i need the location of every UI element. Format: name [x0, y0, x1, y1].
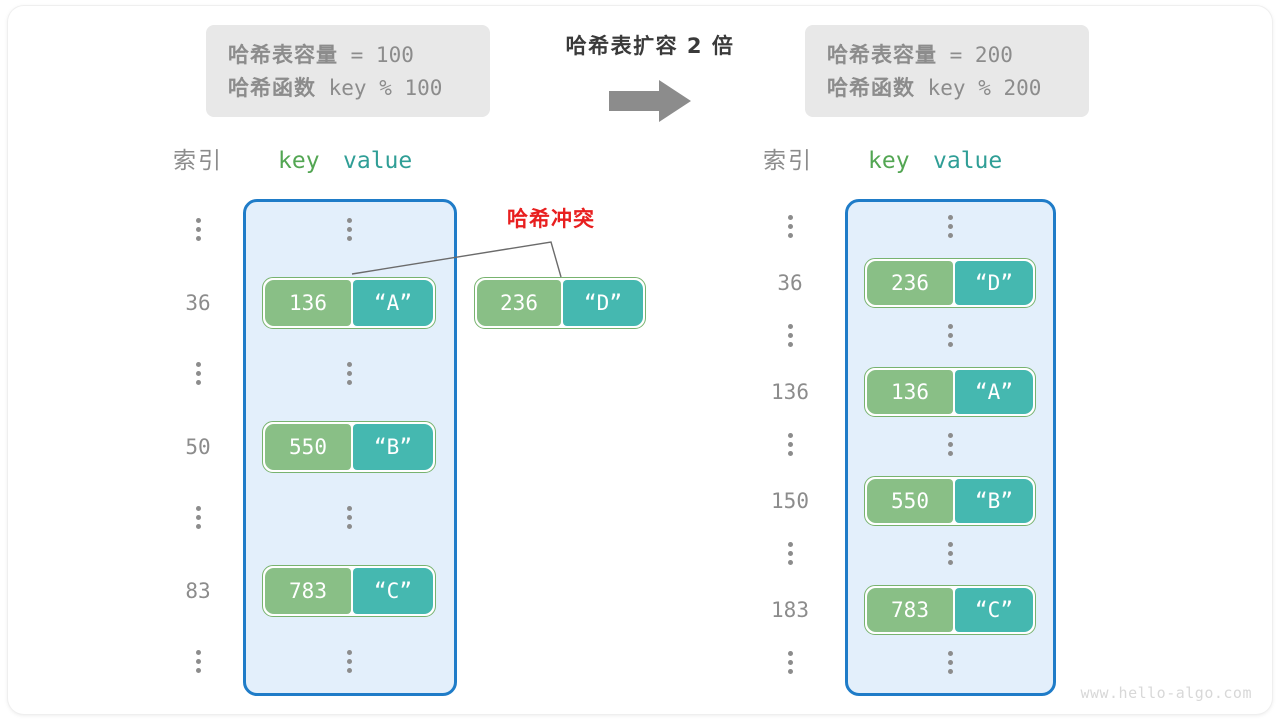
after-function-value: key % 200	[915, 76, 1042, 100]
bucket-entry-value: “B”	[353, 424, 433, 470]
before-header-index: 索引	[173, 148, 223, 174]
bucket-ellipsis	[304, 506, 394, 529]
index-value: 183	[771, 597, 809, 622]
bucket-ellipsis	[905, 215, 995, 238]
index-ellipsis	[153, 362, 243, 385]
index-ellipsis	[745, 542, 835, 565]
after-info-box: 哈希表容量 = 200 哈希函数 key % 200	[805, 25, 1089, 117]
bucket-ellipsis	[304, 218, 394, 241]
bucket-entry: 550“B”	[864, 475, 1036, 526]
bucket-entry-key: 136	[867, 369, 953, 414]
bucket-ellipsis	[304, 650, 394, 673]
bucket-entry-key: 136	[265, 280, 351, 326]
after-capacity-line: 哈希表容量 = 200	[827, 39, 1067, 72]
index-value: 150	[771, 488, 809, 513]
bucket-ellipsis	[905, 324, 995, 347]
index-ellipsis	[153, 506, 243, 529]
bucket-entry-value: “C”	[353, 568, 433, 614]
index-value: 36	[777, 270, 803, 295]
before-function-value: key % 100	[316, 76, 443, 100]
bucket-entry: 783“C”	[864, 584, 1036, 635]
bucket-entry-value: “C”	[955, 587, 1033, 632]
bucket-ellipsis	[905, 651, 995, 674]
before-capacity-label: 哈希表容量	[228, 43, 338, 67]
after-function-line: 哈希函数 key % 200	[827, 72, 1067, 105]
bucket-entry-key: 550	[867, 478, 953, 523]
colliding-entry-key: 236	[477, 280, 561, 326]
page-card	[8, 6, 1272, 714]
bucket-entry: 783“C”	[262, 565, 436, 617]
before-header-key: key	[278, 148, 320, 174]
before-function-label: 哈希函数	[228, 76, 316, 100]
bucket-entry-value: “D”	[955, 260, 1033, 305]
bucket-ellipsis	[905, 433, 995, 456]
index-ellipsis	[153, 650, 243, 673]
before-capacity-line: 哈希表容量 = 100	[228, 39, 468, 72]
index-ellipsis	[745, 433, 835, 456]
index-ellipsis	[745, 651, 835, 674]
before-capacity-value: = 100	[338, 43, 414, 67]
index-value: 36	[185, 291, 211, 315]
after-capacity-label: 哈希表容量	[827, 43, 937, 67]
expand-arrow-wrap	[520, 78, 780, 124]
index-value: 50	[185, 435, 211, 459]
after-header-value: value	[933, 148, 1003, 174]
index-ellipsis	[153, 218, 243, 241]
colliding-entry: 236 “D”	[474, 277, 646, 329]
index-ellipsis	[745, 215, 835, 238]
bucket-entry: 136“A”	[262, 277, 436, 329]
bucket-entry: 136“A”	[864, 366, 1036, 417]
right-arrow-icon	[609, 80, 691, 122]
diagram-title: 哈希表扩容 2 倍	[565, 34, 735, 58]
colliding-entry-value: “D”	[563, 280, 643, 326]
bucket-entry-value: “B”	[955, 478, 1033, 523]
watermark: www.hello-algo.com	[1080, 684, 1252, 702]
before-info-box: 哈希表容量 = 100 哈希函数 key % 100	[206, 25, 490, 117]
after-function-label: 哈希函数	[827, 76, 915, 100]
bucket-entry-value: “A”	[955, 369, 1033, 414]
index-ellipsis	[745, 324, 835, 347]
after-header-index: 索引	[763, 148, 813, 174]
bucket-entry-key: 236	[867, 260, 953, 305]
before-function-line: 哈希函数 key % 100	[228, 72, 468, 105]
before-header-value: value	[343, 148, 413, 174]
index-value: 136	[771, 379, 809, 404]
bucket-entry-value: “A”	[353, 280, 433, 326]
bucket-entry-key: 550	[265, 424, 351, 470]
bucket-entry: 236“D”	[864, 257, 1036, 308]
bucket-entry: 550“B”	[262, 421, 436, 473]
after-capacity-value: = 200	[937, 43, 1013, 67]
collision-label: 哈希冲突	[507, 207, 595, 231]
after-header-key: key	[868, 148, 910, 174]
bucket-ellipsis	[905, 542, 995, 565]
bucket-ellipsis	[304, 362, 394, 385]
bucket-entry-key: 783	[867, 587, 953, 632]
bucket-entry-key: 783	[265, 568, 351, 614]
index-value: 83	[185, 579, 211, 603]
